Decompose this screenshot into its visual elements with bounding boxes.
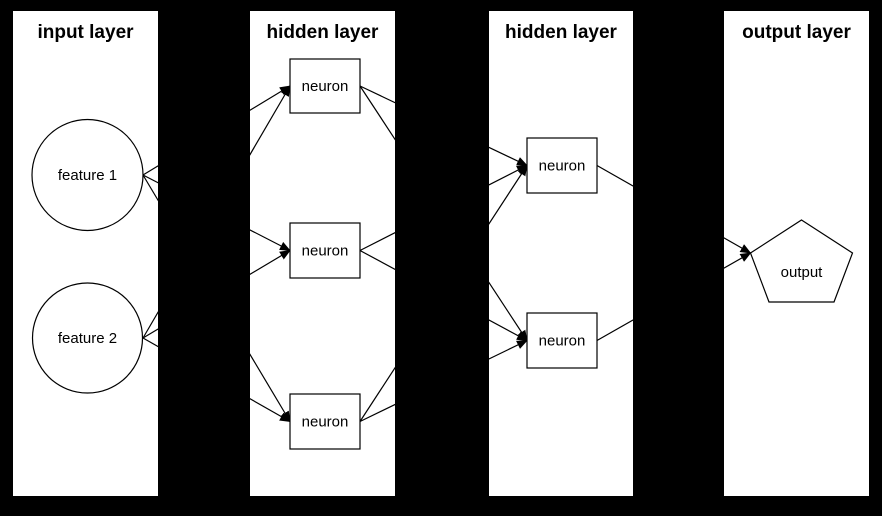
panel-input-layer bbox=[13, 11, 158, 496]
node-label-output: output bbox=[781, 264, 824, 281]
node-label-hidden1-neuron-2: neuron bbox=[302, 243, 349, 260]
node-hidden1-neuron-1 bbox=[289, 58, 361, 114]
edge-h1n1-h2n1 bbox=[359, 85, 528, 167]
node-hidden2-neuron-1 bbox=[526, 137, 598, 194]
panel-title-input-layer: input layer bbox=[37, 22, 134, 43]
panel-hidden-layer-2 bbox=[489, 11, 633, 496]
node-feature-2 bbox=[31, 282, 144, 394]
node-hidden1-neuron-3 bbox=[289, 393, 361, 450]
edge-h1n3-h2n2 bbox=[359, 339, 528, 423]
node-hidden2-neuron-2 bbox=[526, 312, 598, 369]
edge-feature2-h1n1 bbox=[142, 85, 291, 339]
edge-h2n1-output bbox=[596, 164, 752, 254]
node-hidden1-neuron-2 bbox=[289, 222, 361, 279]
node-label-hidden1-neuron-3: neuron bbox=[302, 414, 349, 431]
panel-title-output-layer: output layer bbox=[742, 22, 851, 43]
edge-h1n1-h2n2 bbox=[359, 85, 528, 342]
panel-title-hidden-layer-1: hidden layer bbox=[267, 22, 380, 43]
node-label-hidden2-neuron-2: neuron bbox=[539, 333, 586, 350]
edge-feature1-h1n3 bbox=[142, 174, 291, 423]
node-feature-1 bbox=[31, 118, 144, 232]
node-label-feature-1: feature 1 bbox=[58, 167, 117, 184]
edge-h2n2-output bbox=[596, 252, 752, 342]
edge-feature1-h1n1 bbox=[142, 85, 291, 176]
node-output bbox=[749, 219, 854, 303]
node-label-hidden2-neuron-1: neuron bbox=[539, 158, 586, 175]
panel-title-hidden-layer-2: hidden layer bbox=[505, 22, 618, 43]
edge-h1n2-h2n2 bbox=[359, 249, 528, 342]
edge-h1n3-h2n1 bbox=[359, 164, 528, 422]
node-label-feature-2: feature 2 bbox=[58, 330, 117, 347]
edge-feature2-h1n2 bbox=[142, 249, 291, 339]
node-label-hidden1-neuron-1: neuron bbox=[302, 78, 349, 95]
edge-feature2-h1n3 bbox=[142, 337, 291, 423]
edge-h1n2-h2n1 bbox=[359, 164, 528, 252]
